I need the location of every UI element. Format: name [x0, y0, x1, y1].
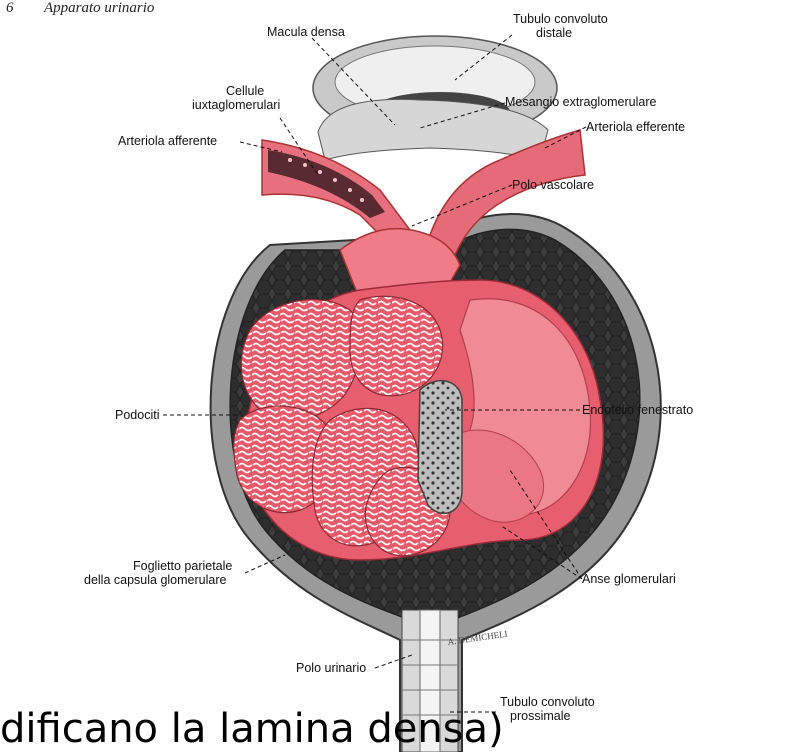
label-tubulo-distale-2: distale [536, 26, 572, 40]
label-arteriola-afferente: Arteriola afferente [118, 134, 217, 148]
label-anse: Anse glomerulari [582, 572, 676, 586]
label-macula-densa: Macula densa [267, 25, 345, 39]
page-header-title: Apparato urinario [43, 0, 155, 16]
fenestrated-endothelium [418, 381, 462, 514]
label-polo-urinario: Polo urinario [296, 661, 366, 675]
label-foglietto: Foglietto parietale [133, 559, 232, 573]
label-mesangio: Mesangio extraglomerulare [505, 95, 657, 109]
page-number: 6 [6, 0, 14, 16]
label-podociti: Podociti [115, 408, 159, 422]
overlay-caption-text: dificano la lamina densa) [0, 706, 803, 752]
label-polo-vascolare: Polo vascolare [512, 178, 594, 192]
label-foglietto-2: della capsula glomerulare [84, 573, 226, 587]
label-cellule-2: iuxtaglomerulari [192, 98, 280, 112]
label-arteriola-efferente: Arteriola efferente [586, 120, 685, 134]
label-cellule: Cellule [226, 84, 264, 98]
label-tubulo-distale: Tubulo convoluto [513, 12, 608, 26]
label-endotelio: Endotelio fenestrato [582, 403, 693, 417]
